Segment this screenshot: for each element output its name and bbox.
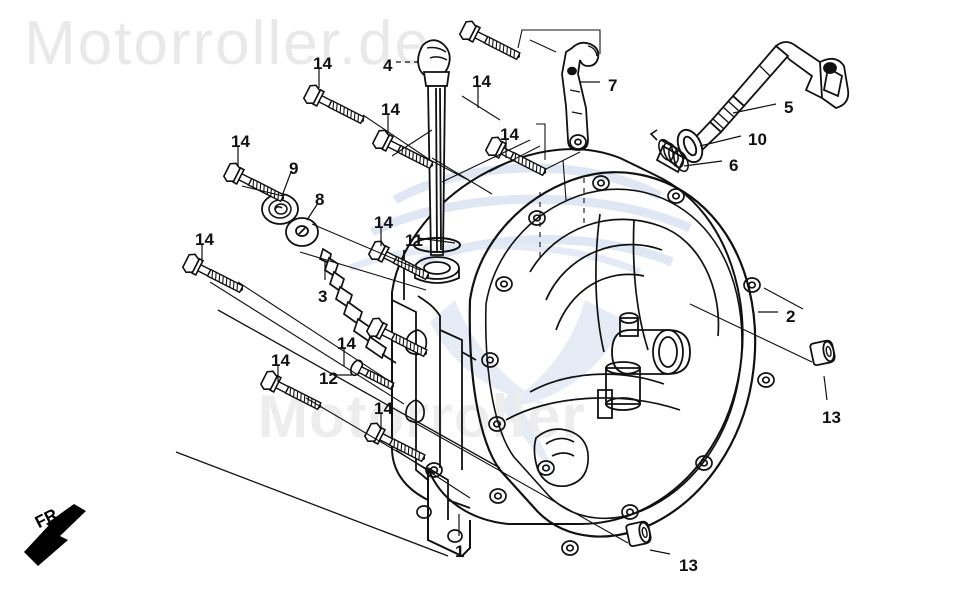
callout-gearshift-arm: 7 (608, 76, 618, 95)
callout-bolt-flange-short: 12 (319, 369, 338, 388)
watermark-brand-top: Motorroller.de (24, 9, 432, 78)
callout-crankcase-right: 1 (455, 542, 465, 561)
watermark-brand-bottom: Motorroller (258, 383, 586, 450)
callout-flat-washer: 8 (315, 190, 325, 209)
callout-flange-bolt: 14 (500, 125, 519, 144)
callout-flange-bolt: 14 (381, 100, 400, 119)
callout-crankcase-cover-gasket: 2 (786, 307, 796, 326)
callout-flange-bolt: 14 (271, 351, 290, 370)
dowel-pin-lower (624, 519, 653, 548)
callout-dowel-pin: 13 (822, 408, 841, 427)
callout-flange-bolt: 14 (374, 213, 393, 232)
callout-flange-bolt: 14 (374, 399, 393, 418)
callout-oil-level-dipstick: 4 (383, 56, 393, 75)
callout-dowel-pin: 13 (679, 556, 698, 575)
callout-flange-bolt: 14 (231, 132, 250, 151)
callout-spindle-washer: 10 (748, 130, 767, 149)
callout-dowel-pin-knock: 3 (318, 287, 328, 306)
callout-flange-bolt: 14 (313, 54, 332, 73)
dowel-pin-upper (808, 338, 837, 367)
assembly-lines (175, 29, 813, 557)
callout-flange-bolt: 14 (337, 334, 356, 353)
flange-bolts-group (180, 18, 552, 469)
callout-gearshift-spindle: 5 (784, 98, 794, 117)
callout-flange-bolt: 14 (195, 230, 214, 249)
callout-o-ring: 11 (405, 231, 423, 250)
callout-return-spring: 6 (729, 156, 739, 175)
callout-sealing-washer: 9 (289, 159, 299, 178)
front-direction-arrow (24, 504, 86, 566)
callout-flange-bolt: 14 (472, 72, 491, 91)
short-flange-bolt (347, 357, 399, 395)
leader-lines (201, 61, 828, 555)
